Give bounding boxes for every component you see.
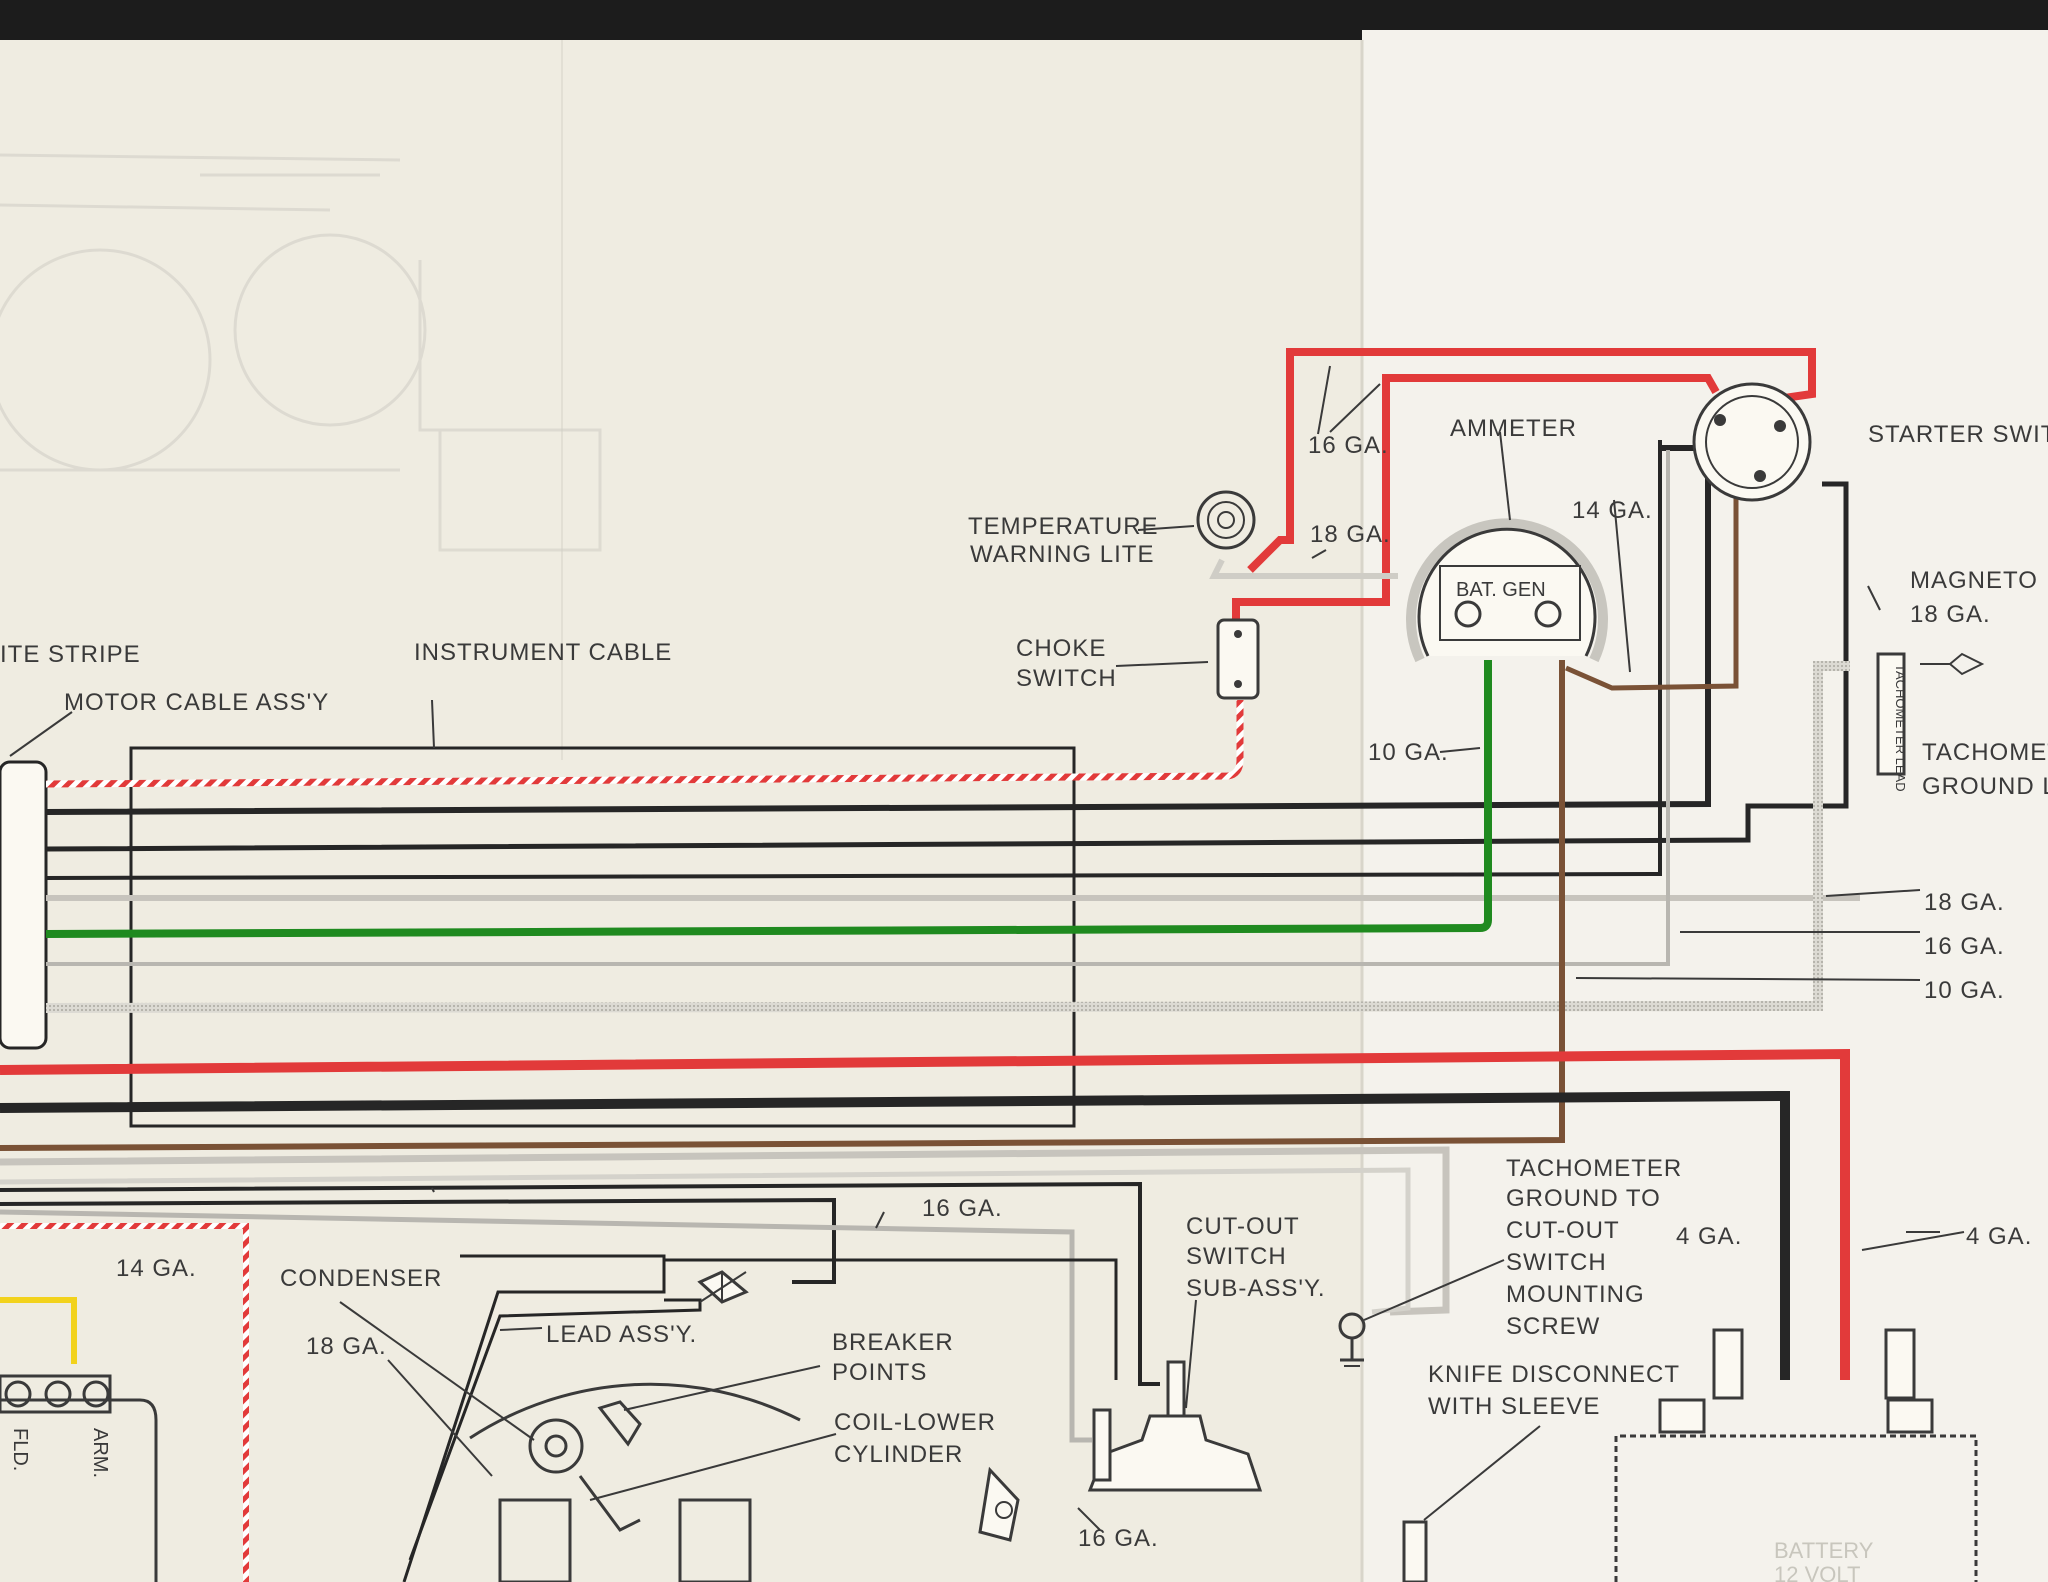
instrument-cable-label: INSTRUMENT CABLE xyxy=(414,639,672,666)
yellow-wire xyxy=(0,1297,77,1364)
lead-black-3 xyxy=(664,1258,1118,1380)
tachometer-lead-icon xyxy=(1876,652,1985,776)
ammeter-icon xyxy=(1406,518,1608,663)
lead-outline xyxy=(402,1254,666,1582)
coil-label-line1: COIL-LOWER xyxy=(834,1409,996,1436)
ground-screw-icon xyxy=(1338,1312,1366,1367)
coil-label-line2: CYLINDER xyxy=(834,1441,963,1468)
temperature-label-line2: WARNING LITE xyxy=(970,541,1154,568)
gray-tach-wire xyxy=(0,1146,1450,1316)
tachometer-ground-label-line1: TACHOMETE xyxy=(1922,739,2048,766)
wire-label-4ga-left: 4 GA. xyxy=(1676,1223,1742,1250)
ammeter-label: AMMETER xyxy=(1450,415,1577,442)
black-wire-3 xyxy=(45,440,1662,880)
battery-label-line2: 12 VOLT xyxy=(1774,1562,1860,1582)
temperature-label-line1: TEMPERATURE xyxy=(968,513,1159,540)
lead-black-2 xyxy=(0,1197,836,1284)
knife-disconnect-label-line1: KNIFE DISCONNECT xyxy=(1428,1361,1680,1388)
gray-wire-2 xyxy=(46,450,1670,966)
gray-lower-wire xyxy=(0,1167,1411,1315)
brown-wire-ammeter xyxy=(1565,430,1739,691)
choke-striped-wire xyxy=(45,700,1244,788)
magneto-plate xyxy=(469,1382,801,1582)
breaker-points-label-line1: BREAKER xyxy=(832,1329,954,1356)
tach-cutout-label-line4: SWITCH xyxy=(1506,1249,1607,1276)
wire-label-4ga-right: 4 GA. xyxy=(1966,1223,2032,1250)
tachometer-ground-label-line2: GROUND LE xyxy=(1922,773,2048,800)
knife-disconnect-icon xyxy=(1402,1520,1428,1582)
lead-black-1 xyxy=(0,1181,1160,1386)
black-battery-wire xyxy=(0,1090,1790,1380)
wire-label-18ga-top: 18 GA. xyxy=(1310,521,1391,548)
inline-connector-icon xyxy=(697,1270,749,1304)
diagram-labels: 16 GA. 18 GA. AMMETER STARTER SWITC 14 G… xyxy=(0,415,2048,1582)
temperature-warning-lite-icon xyxy=(1196,490,1256,550)
tach-cutout-label-line1: TACHOMETER xyxy=(1506,1155,1682,1182)
leader-lines xyxy=(9,365,1965,1531)
black-wire-2 xyxy=(45,481,1849,852)
connector-icon xyxy=(978,1466,1020,1542)
breaker-points-label-line2: POINTS xyxy=(832,1359,927,1386)
brown-wire-main xyxy=(0,660,1565,1151)
magneto-label-line2: 18 GA. xyxy=(1910,601,1991,628)
red-battery-wire xyxy=(0,1048,1850,1380)
starter-switch-icon xyxy=(1692,382,1812,502)
condenser-label: CONDENSER xyxy=(280,1265,442,1292)
lead-outline-2 xyxy=(408,1298,702,1561)
wire-label-14ga-right: 14 GA. xyxy=(1572,497,1653,524)
battery-icon xyxy=(1614,1328,1978,1582)
cutout-switch-label-line2: SWITCH xyxy=(1186,1243,1287,1270)
wire-label-10ga-ammeter: 10 GA. xyxy=(1368,739,1449,766)
starter-switch-label: STARTER SWITC xyxy=(1868,421,2048,448)
wire-label-14ga-left: 14 GA. xyxy=(116,1255,197,1282)
wire-label-18ga-right: 18 GA. xyxy=(1924,889,2005,916)
wire-label-16ga-right: 16 GA. xyxy=(1924,933,2005,960)
cutout-switch-icon xyxy=(1087,1360,1263,1492)
tach-cutout-label-line3: CUT-OUT xyxy=(1506,1217,1620,1244)
cutout-switch-label-line3: SUB-ASS'Y. xyxy=(1186,1275,1326,1302)
lower-striped-border xyxy=(0,1223,249,1582)
knife-disconnect-label-line2: WITH SLEEVE xyxy=(1428,1393,1600,1420)
ammeter-bat-gen-label: BAT. GEN xyxy=(1456,579,1546,601)
gray-temp-wire xyxy=(1209,558,1398,579)
tach-cutout-label-line2: GROUND TO xyxy=(1506,1185,1661,1212)
tach-cutout-label-line6: SCREW xyxy=(1506,1313,1600,1340)
choke-switch-label-line1: CHOKE xyxy=(1016,635,1106,662)
motor-cable-label: MOTOR CABLE ASS'Y xyxy=(64,689,329,716)
bleed-through-ghost xyxy=(0,153,602,552)
lead-gray-1 xyxy=(0,1209,1092,1443)
motor-cable-block xyxy=(0,760,48,1050)
white-stripe-label: ITE STRIPE xyxy=(0,641,141,668)
wire-label-16ga-bottom: 16 GA. xyxy=(1078,1525,1159,1552)
cutout-switch-label-line1: CUT-OUT xyxy=(1186,1213,1300,1240)
choke-switch-icon xyxy=(1216,618,1260,700)
wire-label-16ga-top: 16 GA. xyxy=(1308,432,1389,459)
wire-label-10ga-right: 10 GA. xyxy=(1924,977,2005,1004)
tachometer-lead-label: TACHOMETER LEAD xyxy=(1893,664,1908,792)
gray-wire-3 xyxy=(45,661,1850,1013)
wire-label-18ga-left: 18 GA. xyxy=(306,1333,387,1360)
generator-fld-label: FLD. xyxy=(9,1428,31,1471)
battery-label-line1: BATTERY xyxy=(1774,1538,1874,1563)
generator-block xyxy=(0,1374,158,1582)
tach-cutout-label-line5: MOUNTING xyxy=(1506,1281,1645,1308)
lead-assy-label: LEAD ASS'Y. xyxy=(546,1321,697,1348)
choke-switch-label-line2: SWITCH xyxy=(1016,665,1117,692)
red-ammeter-loop xyxy=(1232,374,1720,620)
generator-arm-label: ARM. xyxy=(89,1428,111,1478)
green-wire xyxy=(45,660,1492,938)
wire-label-16ga-lead: 16 GA. xyxy=(922,1195,1003,1222)
magneto-label-line1: MAGNETO xyxy=(1910,567,2038,594)
